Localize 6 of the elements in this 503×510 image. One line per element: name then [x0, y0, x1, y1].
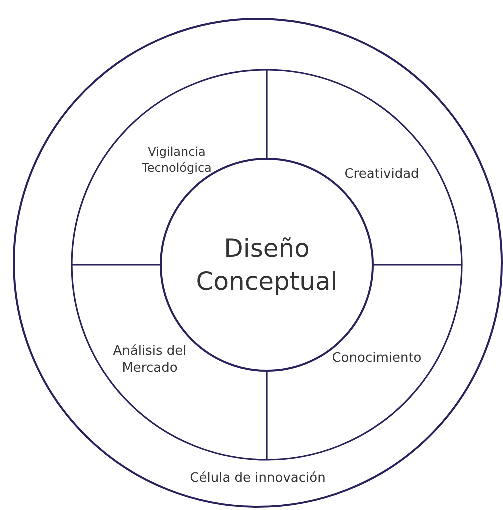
node-label: Análisis del Mercado [112, 343, 188, 377]
node-label: Vigilancia Tecnológica [141, 144, 213, 176]
node-label: Célula de innovación [189, 470, 327, 488]
node-label: Diseño Conceptual [195, 233, 339, 298]
node-label: Conocimiento [332, 350, 422, 368]
node-label: Creatividad [344, 166, 420, 184]
